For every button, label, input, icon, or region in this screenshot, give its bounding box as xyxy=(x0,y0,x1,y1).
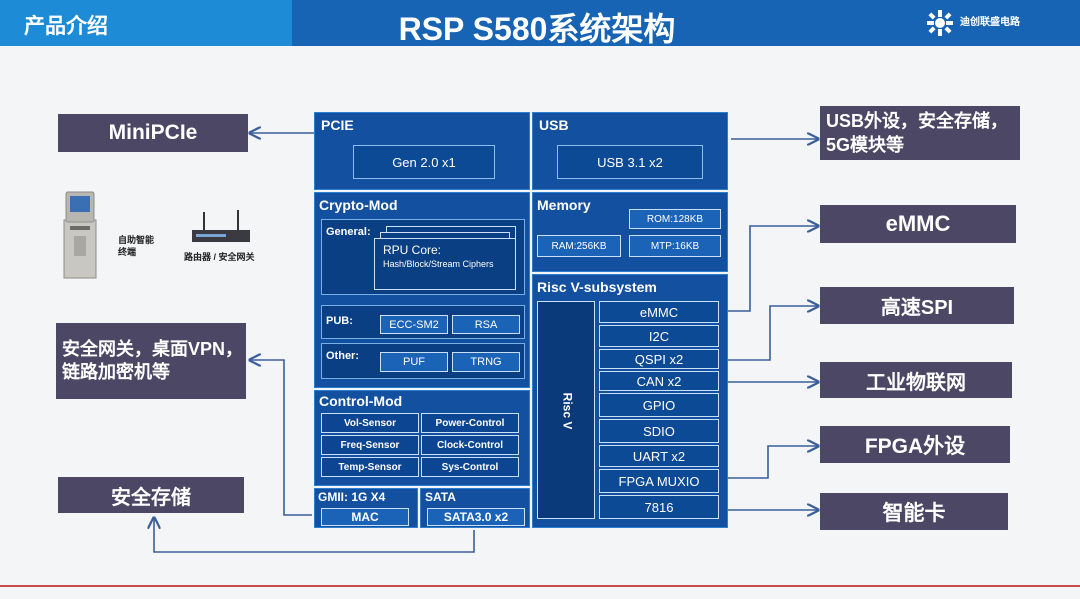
emmc-label: eMMC xyxy=(820,205,1016,243)
riscv-item-i2c: I2C xyxy=(599,325,719,347)
general-label: General: xyxy=(326,226,371,238)
kiosk-icon xyxy=(63,191,97,279)
arrow-to-emmc xyxy=(721,226,818,312)
pcie-title: PCIE xyxy=(321,117,354,133)
pub-item-rsa: RSA xyxy=(452,315,520,334)
riscv-core: Risc V xyxy=(537,301,595,519)
control-freq-sensor: Freq-Sensor xyxy=(321,435,419,455)
smart-card-label: 智能卡 xyxy=(820,493,1008,530)
other-label: Other: xyxy=(326,350,359,362)
memory-mtp: MTP:16KB xyxy=(629,235,721,257)
page-title: RSP S580系统架构 xyxy=(398,11,676,47)
minipcie-label: MiniPCIe xyxy=(58,114,248,152)
riscv-item-emmc: eMMC xyxy=(599,301,719,323)
gmii-title: GMII: 1G X4 xyxy=(318,490,386,504)
riscv-item-uart: UART x2 xyxy=(599,445,719,467)
pcie-block: PCIE Gen 2.0 x1 xyxy=(314,112,530,190)
usb-peripherals-text: USB外设，安全存储，5G模块等 xyxy=(826,111,1009,155)
sata-block: SATA SATA3.0 x2 xyxy=(420,488,530,528)
memory-block: Memory ROM:128KB RAM:256KB MTP:16KB xyxy=(532,192,728,272)
sata-item: SATA3.0 x2 xyxy=(427,508,525,526)
riscv-core-label-wrap: Risc V xyxy=(557,386,577,436)
memory-ram: RAM:256KB xyxy=(537,235,621,257)
company-logo: 迪创联盛电路 xyxy=(926,8,1020,38)
gmii-mac: MAC xyxy=(321,508,409,526)
router-icon xyxy=(192,210,250,242)
other-item-puf: PUF xyxy=(380,352,448,372)
arrow-to-security-gateway xyxy=(250,360,312,516)
router-label: 路由器 / 安全网关 xyxy=(184,252,255,262)
fpga-label: FPGA外设 xyxy=(820,426,1010,463)
crypto-title: Crypto-Mod xyxy=(319,197,398,213)
pub-box: PUB: ECC-SM2 RSA xyxy=(321,305,525,339)
memory-title: Memory xyxy=(537,197,591,213)
gmii-block: GMII: 1G X4 MAC xyxy=(314,488,418,528)
other-item-trng: TRNG xyxy=(452,352,520,372)
usb-version-box: USB 3.1 x2 xyxy=(557,145,703,179)
logo-text: 迪创联盛电路 xyxy=(960,17,1020,28)
rpu-core-title: RPU Core: xyxy=(383,243,442,257)
riscv-title: Risc V-subsystem xyxy=(537,279,657,295)
control-temp-sensor: Temp-Sensor xyxy=(321,457,419,477)
riscv-core-label: Risc V xyxy=(560,392,574,430)
bottom-divider xyxy=(0,585,1080,587)
pub-label: PUB: xyxy=(326,315,353,327)
control-power-control: Power-Control xyxy=(421,413,519,433)
riscv-item-7816: 7816 xyxy=(599,495,719,519)
security-gateway-text: 安全网关，桌面VPN，链路加密机等 xyxy=(62,339,244,382)
control-title: Control-Mod xyxy=(319,393,403,409)
usb-title: USB xyxy=(539,117,569,133)
control-clock-control: Clock-Control xyxy=(421,435,519,455)
riscv-item-sdio: SDIO xyxy=(599,419,719,443)
spi-label: 高速SPI xyxy=(820,287,1014,324)
riscv-item-can: CAN x2 xyxy=(599,371,719,391)
memory-rom: ROM:128KB xyxy=(629,209,721,229)
crypto-mod-block: Crypto-Mod General: RPU Core: Hash/Block… xyxy=(314,192,530,388)
other-box: Other: PUF TRNG xyxy=(321,343,525,379)
riscv-item-fpga-muxio: FPGA MUXIO xyxy=(599,469,719,493)
general-box: General: RPU Core: Hash/Block/Stream Cip… xyxy=(321,219,525,295)
sata-title: SATA xyxy=(425,490,456,504)
riscv-block: Risc V-subsystem Risc V eMMC I2C QSPI x2… xyxy=(532,274,728,528)
control-sys-control: Sys-Control xyxy=(421,457,519,477)
secure-storage-label: 安全存储 xyxy=(58,477,244,513)
control-vol-sensor: Vol-Sensor xyxy=(321,413,419,433)
header-section-tab xyxy=(0,0,292,46)
usb-block: USB USB 3.1 x2 xyxy=(532,112,728,190)
iiot-label: 工业物联网 xyxy=(820,362,1012,398)
section-label: 产品介绍 xyxy=(24,15,108,38)
kiosk-label: 自助智能终端 xyxy=(118,235,155,257)
arrow-to-fpga xyxy=(721,446,818,479)
rpu-core-box: RPU Core: Hash/Block/Stream Ciphers xyxy=(374,238,516,290)
security-gateway-label: 安全网关，桌面VPN，链路加密机等 xyxy=(56,323,246,399)
pcie-gen-box: Gen 2.0 x1 xyxy=(353,145,495,179)
arrow-to-spi xyxy=(721,306,818,361)
pub-item-ecc-sm2: ECC-SM2 xyxy=(380,315,448,334)
control-mod-block: Control-Mod Vol-Sensor Power-Control Fre… xyxy=(314,390,530,486)
riscv-item-gpio: GPIO xyxy=(599,393,719,417)
usb-peripherals-label: USB外设，安全存储，5G模块等 xyxy=(820,106,1020,160)
rpu-core-desc: Hash/Block/Stream Ciphers xyxy=(383,259,494,269)
arrow-to-secure-storage xyxy=(154,518,475,553)
logo-icon xyxy=(927,10,953,36)
riscv-item-qspi: QSPI x2 xyxy=(599,349,719,369)
